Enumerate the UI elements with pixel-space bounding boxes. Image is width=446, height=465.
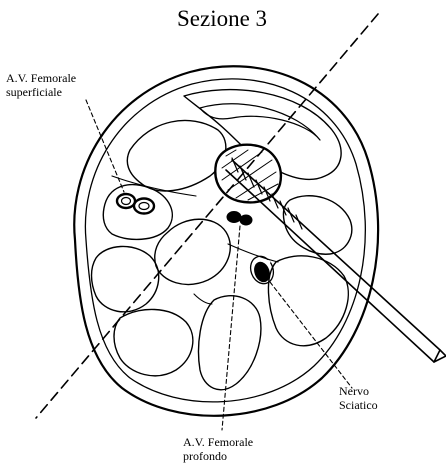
leader-nervo-sciatico [270, 282, 352, 388]
sciatic-nerve-highlight [266, 260, 271, 264]
muscle-upper-left [127, 120, 226, 190]
needle-tip [434, 350, 446, 362]
femoral-superficial-vein [134, 199, 154, 214]
muscle-right-upper [283, 196, 351, 254]
needle-upper-edge [232, 160, 440, 350]
muscle-bottom-left [114, 309, 193, 375]
dashed-section-line [36, 14, 378, 418]
femoral-superficial-artery [117, 194, 135, 208]
leader-femorale-profondo [222, 226, 240, 430]
muscle-top-inner [200, 104, 320, 140]
muscle-bottom-center [199, 296, 261, 390]
femoral-profondo-vessel-2 [240, 215, 252, 225]
muscle-left-lower [92, 246, 159, 311]
femoral-superficial-artery-lumen [122, 198, 131, 205]
septum-line-3 [194, 294, 212, 304]
femoral-superficial-vein-lumen [139, 203, 149, 210]
muscle-center [155, 219, 231, 284]
femoral-profondo-vessel-1 [227, 212, 241, 223]
fascia-inner-contour [85, 79, 365, 402]
